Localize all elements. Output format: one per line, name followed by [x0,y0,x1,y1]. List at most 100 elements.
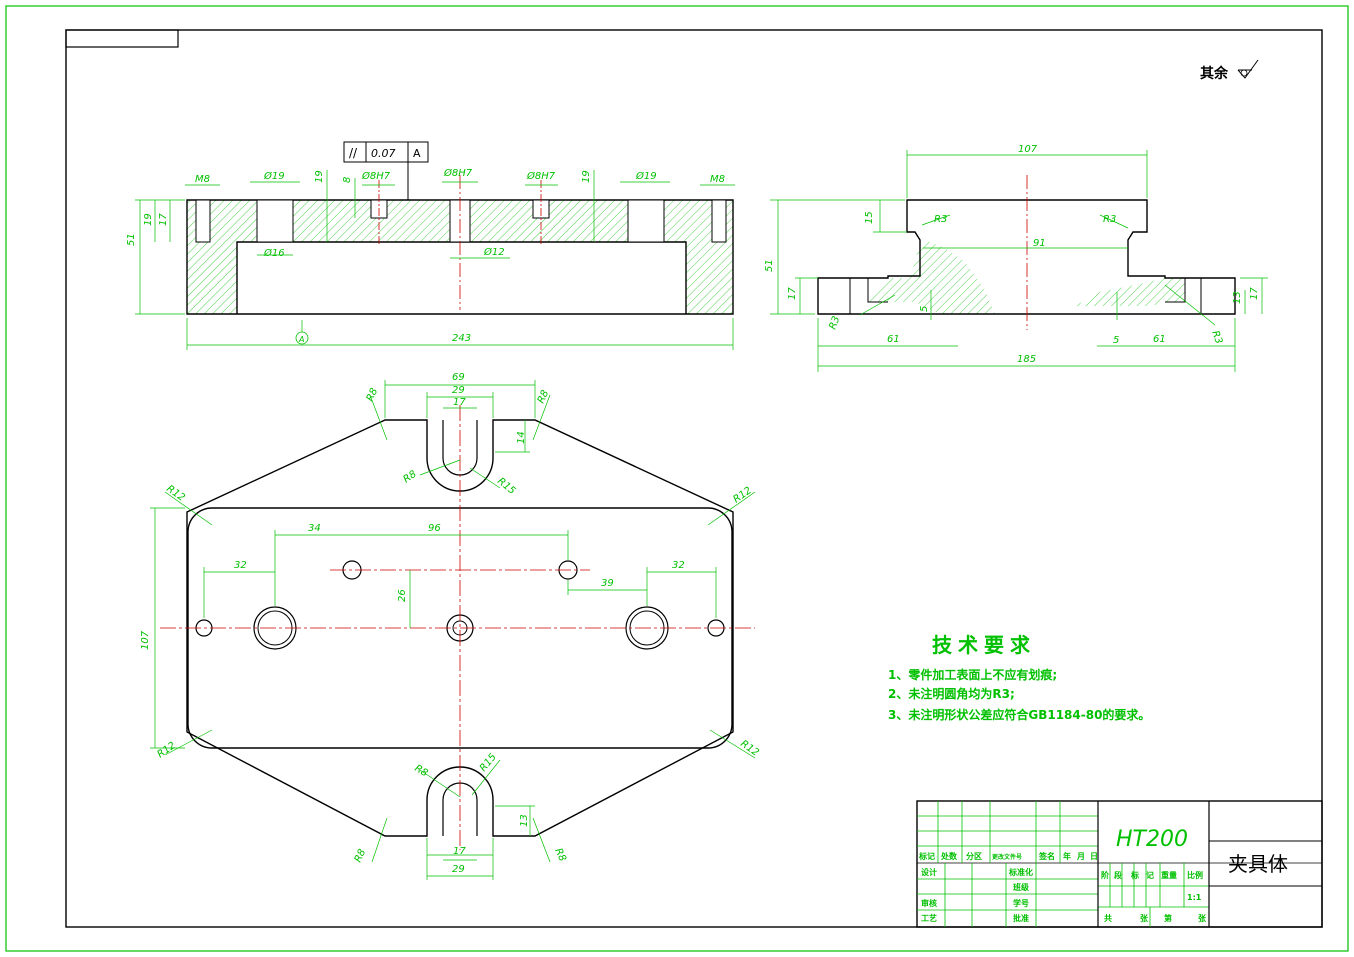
dim-d19-left: Ø19 [263,170,285,182]
tb-header-mark: 标记 [918,851,935,861]
tb-class: 班级 [1013,882,1030,892]
tb-stage-3: 标 [1130,870,1139,880]
dim-32-left: 32 [234,560,247,571]
technical-requirements: 技术要求 1、零件加工表面上不应有划痕; 2、未注明圆角均为R3; 3、未注明形… [888,633,1150,722]
dim-r8-a: R8 [365,387,381,404]
dim-17-side-right: 17 [1249,287,1260,300]
dim-d8h7-b: Ø8H7 [443,167,473,179]
tb-scale-value: 1:1 [1187,893,1202,902]
dim-14: 14 [516,431,527,444]
dim-19c-front: 19 [581,170,592,183]
tb-sheets-1: 张 [1140,914,1149,923]
counterbore-left [256,199,294,243]
threaded-hole-right [711,199,727,243]
tech-requirement-3: 3、未注明形状公差应符合GB1184-80的要求。 [888,707,1150,722]
drawing-frame [65,29,1323,928]
dim-r8-f: R8 [552,847,568,864]
dim-r15-a: R15 [495,476,517,497]
dim-32-right: 32 [672,560,685,571]
dim-19-front: 19 [143,213,154,226]
tb-approve: 批准 [1013,913,1029,923]
geometric-tolerance-frame: // 0.07 A [343,141,429,200]
tb-number: 第 [1164,913,1172,923]
dim-r12-b: R12 [731,485,753,505]
dim-5-side-right: 5 [1113,335,1119,346]
dim-d16: Ø16 [263,247,285,259]
tb-header-count: 处数 [940,851,958,861]
tolerance-symbol: // [349,146,358,160]
top-view-inner-rect [187,507,733,749]
tolerance-value: 0.07 [371,147,396,160]
dim-69: 69 [452,372,465,383]
dim-r3-d: R3 [1209,329,1224,345]
tech-requirement-1: 1、零件加工表面上不应有划痕; [888,667,1057,682]
dim-d8h7-c: Ø8H7 [526,170,556,182]
surface-roughness-note: 其余 [1200,59,1259,82]
tb-process: 工艺 [921,913,937,923]
top-view-outer-outline [186,419,734,837]
tb-header-sign: 签名 [1038,851,1055,861]
side-view-hatch-left [868,240,995,314]
tb-weight: 重量 [1161,870,1177,880]
tb-total: 共 [1104,913,1112,923]
dim-15-side: 15 [864,211,875,224]
tb-header-doc: 更改文件号 [992,853,1022,861]
tb-header-year: 年 [1063,851,1071,861]
dim-39: 39 [601,578,614,589]
tb-review: 审核 [921,898,937,908]
tb-header-zone: 分区 [966,851,982,861]
top-view: 69 29 17 14 17 29 13 107 34 96 32 32 39 … [140,372,761,880]
dim-19b-front: 19 [314,170,325,183]
front-view: // 0.07 A A 243 M8 M8 Ø19 Ø19 Ø8H7 [126,141,735,350]
dim-d19-right: Ø19 [635,170,657,182]
tolerance-datum: A [413,147,421,160]
part-name: 夹具体 [1228,852,1288,876]
dim-51-side: 51 [764,259,775,272]
roughness-text: 其余 [1200,65,1229,82]
side-view-inner-line [849,278,1202,314]
tb-stage-4: 记 [1146,870,1154,880]
sheet-border [5,5,1349,952]
dim-29-bottom: 29 [452,864,465,875]
dim-34: 34 [308,523,321,534]
dim-d8h7-a: Ø8H7 [361,170,391,182]
tb-sheets-2: 张 [1198,914,1207,923]
tb-stage-2: 段 [1114,870,1122,880]
dim-r3-b: R3 [1103,214,1116,225]
dim-r12-c: R12 [155,740,177,760]
dim-17-bottom: 17 [453,846,466,857]
dim-r8-d: R8 [413,763,430,779]
tb-header-day: 日 [1090,852,1098,861]
roughness-circle-icon [1240,69,1248,77]
dim-91: 91 [1033,238,1046,249]
dim-r15-b: R15 [478,752,499,774]
dim-61-left: 61 [887,334,900,345]
dim-29-top: 29 [452,385,465,396]
tech-requirement-2: 2、未注明圆角均为R3; [888,686,1015,701]
counterbore-right [627,199,665,243]
dim-61-right: 61 [1153,334,1166,345]
dim-107: 107 [1018,144,1038,155]
roughness-symbol-icon [1237,59,1259,79]
tb-stage-1: 阶 [1101,870,1109,880]
dim-r12-d: R12 [738,738,760,758]
dim-r8-b: R8 [536,389,552,406]
dim-r12-a: R12 [164,483,186,503]
title-block: HT200 夹具体 标记 处数 分区 更改文件号 签名 年 月 日 设计 审核 … [916,800,1323,928]
dim-m8-left: M8 [195,174,210,185]
dim-26: 26 [397,589,408,602]
threaded-hole-left [195,199,211,243]
dim-r8-e: R8 [353,848,369,865]
tb-scale-label: 比例 [1187,870,1203,880]
dim-13-top: 13 [519,814,530,827]
dim-r3-c: R3 [827,315,842,331]
dim-m8-right: M8 [710,174,725,185]
dim-d12: Ø12 [483,246,505,258]
side-view-outline [817,199,1236,315]
dim-185: 185 [1017,354,1036,365]
dim-17-side-left: 17 [787,287,798,300]
dim-17-front: 17 [158,213,169,226]
tb-student-no: 学号 [1013,898,1029,908]
dim-r3-a: R3 [934,214,947,225]
